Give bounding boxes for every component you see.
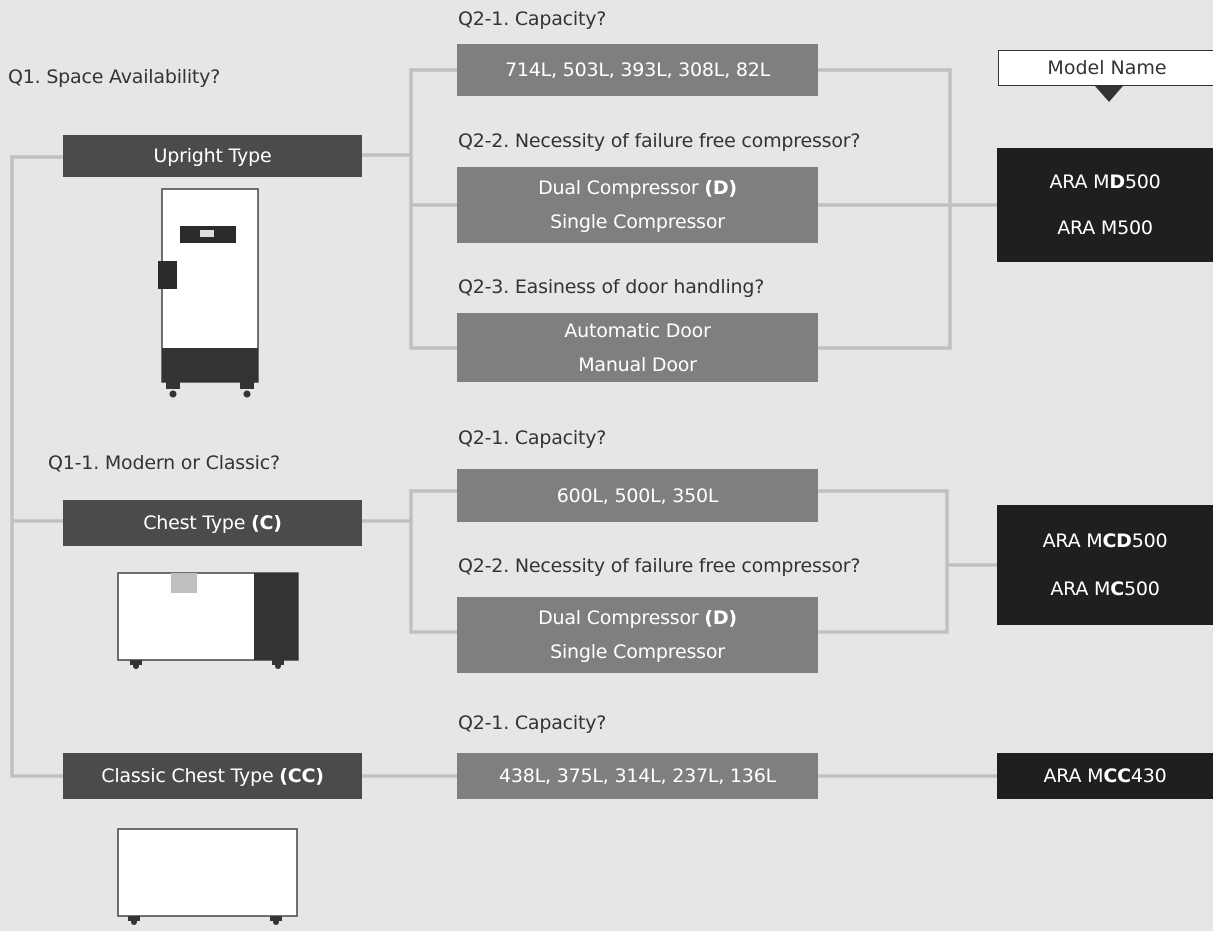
chest-q2-1-capacity: Q2-1. Capacity? <box>458 427 607 449</box>
model-name-tag: Model Name <box>998 50 1213 86</box>
upright-compressor-box: Dual Compressor (D) Single Compressor <box>457 167 818 243</box>
upright-model-box: ARA MD500 ARA M500 <box>997 148 1213 262</box>
upright-capacity-values: 714L, 503L, 393L, 308L, 82L <box>504 59 771 81</box>
classic-chest-type-box: Classic Chest Type (CC) <box>63 753 362 799</box>
upright-type-box: Upright Type <box>63 135 362 177</box>
q1-1-modern-or-classic: Q1-1. Modern or Classic? <box>48 452 280 474</box>
upright-single-compressor: Single Compressor <box>550 211 725 233</box>
chest-dual-code: (D) <box>704 607 737 629</box>
upright-manual-door: Manual Door <box>578 353 697 376</box>
chest-type-label: Chest Type <box>143 512 252 534</box>
chest-capacity-values: 600L, 500L, 350L <box>556 484 719 507</box>
chest-type-code: (C) <box>251 512 282 534</box>
chest-capacity-box: 600L, 500L, 350L <box>457 469 818 522</box>
chest-dual-compressor: Dual Compressor <box>538 607 705 629</box>
chest-q2-2-compressor: Q2-2. Necessity of failure free compress… <box>458 555 861 577</box>
model-name-label: Model Name <box>1047 57 1167 79</box>
upright-q2-2-compressor: Q2-2. Necessity of failure free compress… <box>458 130 861 152</box>
classic-q2-1-capacity: Q2-1. Capacity? <box>458 712 607 734</box>
upright-dual-code: (D) <box>704 177 737 199</box>
model-classic: ARA MCC430 <box>1043 765 1167 787</box>
q1-space-availability: Q1. Space Availability? <box>8 66 221 88</box>
chest-freezer-illustration <box>117 572 299 669</box>
upright-q2-1-capacity: Q2-1. Capacity? <box>458 8 607 30</box>
classic-type-label: Classic Chest Type <box>101 765 280 787</box>
classic-capacity-box: 438L, 375L, 314L, 237L, 136L <box>457 753 818 799</box>
chest-compressor-box: Dual Compressor (D) Single Compressor <box>457 597 818 673</box>
classic-type-code: (CC) <box>279 765 324 787</box>
classic-chest-freezer-illustration <box>117 828 298 925</box>
upright-type-label: Upright Type <box>153 145 272 167</box>
upright-dual-compressor: Dual Compressor <box>538 177 705 199</box>
model-chest-single: ARA MC500 <box>1050 578 1160 600</box>
model-upright-dual: ARA MD500 <box>1049 171 1161 193</box>
upright-q2-3-door: Q2-3. Easiness of door handling? <box>458 276 765 298</box>
upright-door-box: Automatic Door Manual Door <box>457 313 818 382</box>
classic-capacity-values: 438L, 375L, 314L, 237L, 136L <box>499 765 776 787</box>
chest-type-box: Chest Type (C) <box>63 500 362 546</box>
model-chest-dual: ARA MCD500 <box>1042 530 1168 552</box>
model-name-arrow-icon <box>1095 86 1123 102</box>
upright-automatic-door: Automatic Door <box>564 319 711 342</box>
upright-freezer-illustration <box>158 188 259 398</box>
chest-single-compressor: Single Compressor <box>550 641 725 663</box>
classic-model-box: ARA MCC430 <box>997 753 1213 799</box>
upright-capacity-box: 714L, 503L, 393L, 308L, 82L <box>457 44 818 96</box>
chest-model-box: ARA MCD500 ARA MC500 <box>997 505 1213 625</box>
model-upright-single: ARA M500 <box>1057 217 1153 239</box>
